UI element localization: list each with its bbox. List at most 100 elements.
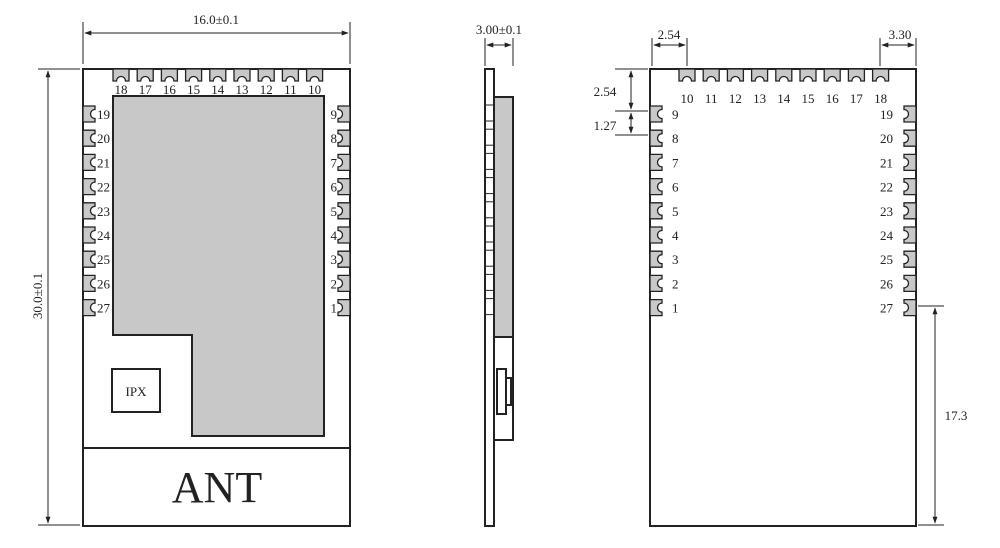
front-top-pad xyxy=(209,68,227,82)
bottom-left-pad xyxy=(649,177,663,196)
front-right-pad xyxy=(337,202,351,220)
width-dimension-label: 16.0±0.1 xyxy=(193,12,239,27)
front-top-pad xyxy=(112,68,130,82)
bottom-top-pad xyxy=(750,68,769,82)
front-top-pin-label: 11 xyxy=(284,82,297,97)
front-right-pin-label: 5 xyxy=(331,204,338,219)
bottom-right-pad xyxy=(903,298,917,317)
bottom-right-pad xyxy=(903,250,917,268)
bottom-top-pin-label: 11 xyxy=(705,91,718,106)
bottom-right-pin-label: 21 xyxy=(880,155,893,170)
front-left-pin-label: 20 xyxy=(97,131,110,146)
front-right-pad xyxy=(337,177,351,196)
bottom-left-pin-label: 2 xyxy=(672,276,679,291)
front-top-pin-label: 14 xyxy=(211,82,225,97)
bottom-right-pad xyxy=(903,226,917,244)
bottom-left-pin-label: 4 xyxy=(672,228,679,243)
bottom-gap-dimension-label: 17.3 xyxy=(945,408,968,423)
front-right-pin-label: 3 xyxy=(331,252,338,267)
edge-top-dimension-label: 3.30 xyxy=(889,27,912,42)
front-left-pad xyxy=(82,153,96,172)
front-top-pad xyxy=(257,68,275,82)
bottom-top-pin-label: 18 xyxy=(874,91,887,106)
bottom-left-pad xyxy=(649,202,663,220)
bottom-left-pin-label: 3 xyxy=(672,252,679,267)
front-right-pin-label: 4 xyxy=(331,228,338,243)
bottom-left-pin-label: 1 xyxy=(672,301,679,316)
front-left-pin-label: 26 xyxy=(97,276,111,291)
antenna-label: ANT xyxy=(172,463,263,512)
bottom-right-pin-label: 22 xyxy=(880,180,893,195)
offset-side-dimension-label: 1.27 xyxy=(594,118,617,133)
bottom-top-pin-label: 17 xyxy=(850,91,864,106)
front-left-pad xyxy=(82,226,96,244)
bottom-left-pin-label: 7 xyxy=(672,155,679,170)
bottom-top-pin-label: 12 xyxy=(729,91,742,106)
front-right-pad xyxy=(337,298,351,317)
front-left-pin-label: 21 xyxy=(97,155,110,170)
bottom-top-pad xyxy=(847,68,866,82)
bottom-top-pin-label: 16 xyxy=(826,91,840,106)
bottom-top-pad xyxy=(726,68,745,82)
side-view: 3.00±0.1 xyxy=(476,22,522,527)
bottom-right-pin-label: 23 xyxy=(880,204,893,219)
bottom-top-pin-label: 10 xyxy=(681,91,694,106)
bottom-right-pin-label: 24 xyxy=(880,228,894,243)
front-right-pin-label: 1 xyxy=(331,301,338,316)
front-right-pin-label: 6 xyxy=(331,180,338,195)
side-ipx-connector xyxy=(496,368,507,415)
bottom-right-pad xyxy=(903,105,917,123)
bottom-left-pad xyxy=(649,274,663,293)
front-right-pad xyxy=(337,105,351,123)
thickness-dimension-label: 3.00±0.1 xyxy=(476,22,522,37)
bottom-right-pin-label: 25 xyxy=(880,252,893,267)
ipx-label: IPX xyxy=(126,384,148,399)
bottom-left-pin-label: 9 xyxy=(672,107,679,122)
front-top-pin-label: 18 xyxy=(115,82,128,97)
bottom-right-pin-label: 26 xyxy=(880,276,894,291)
pitch-side-dimension-label: 2.54 xyxy=(594,84,617,99)
bottom-top-pad xyxy=(775,68,793,82)
front-left-pin-label: 25 xyxy=(97,252,110,267)
front-top-pin-label: 16 xyxy=(163,82,177,97)
front-top-pin-label: 17 xyxy=(139,82,153,97)
front-left-pin-label: 19 xyxy=(97,107,110,122)
front-right-pad xyxy=(337,250,351,268)
bottom-right-pad xyxy=(903,274,917,293)
bottom-left-pad xyxy=(649,105,663,123)
bottom-right-pad xyxy=(903,177,917,196)
side-pin-ticks xyxy=(485,104,494,316)
side-pcb xyxy=(484,68,495,527)
front-top-pin-label: 15 xyxy=(187,82,200,97)
front-left-pad xyxy=(82,298,96,317)
front-right-pin-label: 2 xyxy=(331,276,338,291)
ipx-connector xyxy=(111,368,161,413)
side-ipx-tab xyxy=(505,377,512,406)
bottom-top-pad xyxy=(871,68,890,82)
front-left-pad xyxy=(82,250,96,268)
bottom-left-pad xyxy=(649,153,663,172)
bottom-left-pad xyxy=(649,129,663,147)
front-left-pin-label: 23 xyxy=(97,204,110,219)
bottom-left-pin-label: 5 xyxy=(672,204,679,219)
bottom-top-pad xyxy=(678,68,696,82)
front-left-pad xyxy=(82,177,96,196)
front-top-pad xyxy=(233,68,251,82)
bottom-right-pin-label: 27 xyxy=(880,301,894,316)
front-left-pin-label: 22 xyxy=(97,180,110,195)
front-top-pin-label: 13 xyxy=(236,82,249,97)
shield-can xyxy=(112,95,325,437)
front-left-pad xyxy=(82,202,96,220)
front-top-pad xyxy=(281,68,300,82)
front-top-pad xyxy=(136,68,154,82)
front-right-pad xyxy=(337,153,351,172)
front-top-pad xyxy=(160,68,179,82)
bottom-right-pin-label: 20 xyxy=(880,131,893,146)
bottom-top-pin-label: 15 xyxy=(802,91,815,106)
bottom-right-pad xyxy=(903,129,917,147)
